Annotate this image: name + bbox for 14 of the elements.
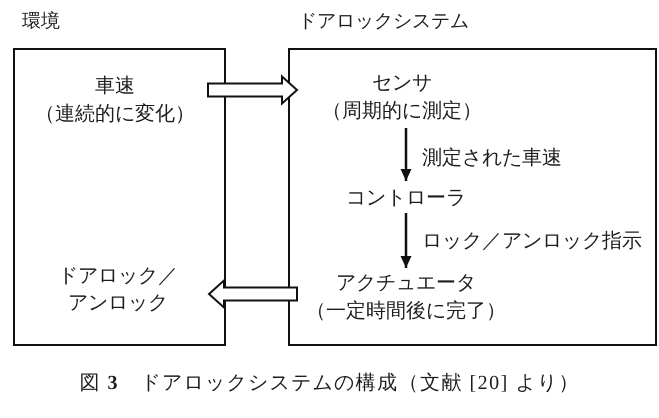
component-label: コントローラ xyxy=(346,184,466,211)
block-arrow xyxy=(208,278,298,310)
group-heading: ドアロックシステム xyxy=(298,10,469,32)
component-label: アクチュエータ（一定時間後に完了） xyxy=(306,269,506,324)
figure-caption: 図 3 ドアロックシステムの構成（文献 [20] より） xyxy=(80,371,580,396)
edge-label: ロック／アンロック指示 xyxy=(422,227,642,253)
arrow xyxy=(400,128,412,181)
component-label: 車速（連続的に変化） xyxy=(35,72,195,127)
arrow xyxy=(400,213,412,268)
edge-label: 測定された車速 xyxy=(422,144,562,170)
component-label: センサ（周期的に測定） xyxy=(322,69,482,124)
component-label: ドアロック／アンロック xyxy=(58,262,178,316)
block-arrow xyxy=(207,74,298,106)
group-heading: 環境 xyxy=(22,10,60,32)
